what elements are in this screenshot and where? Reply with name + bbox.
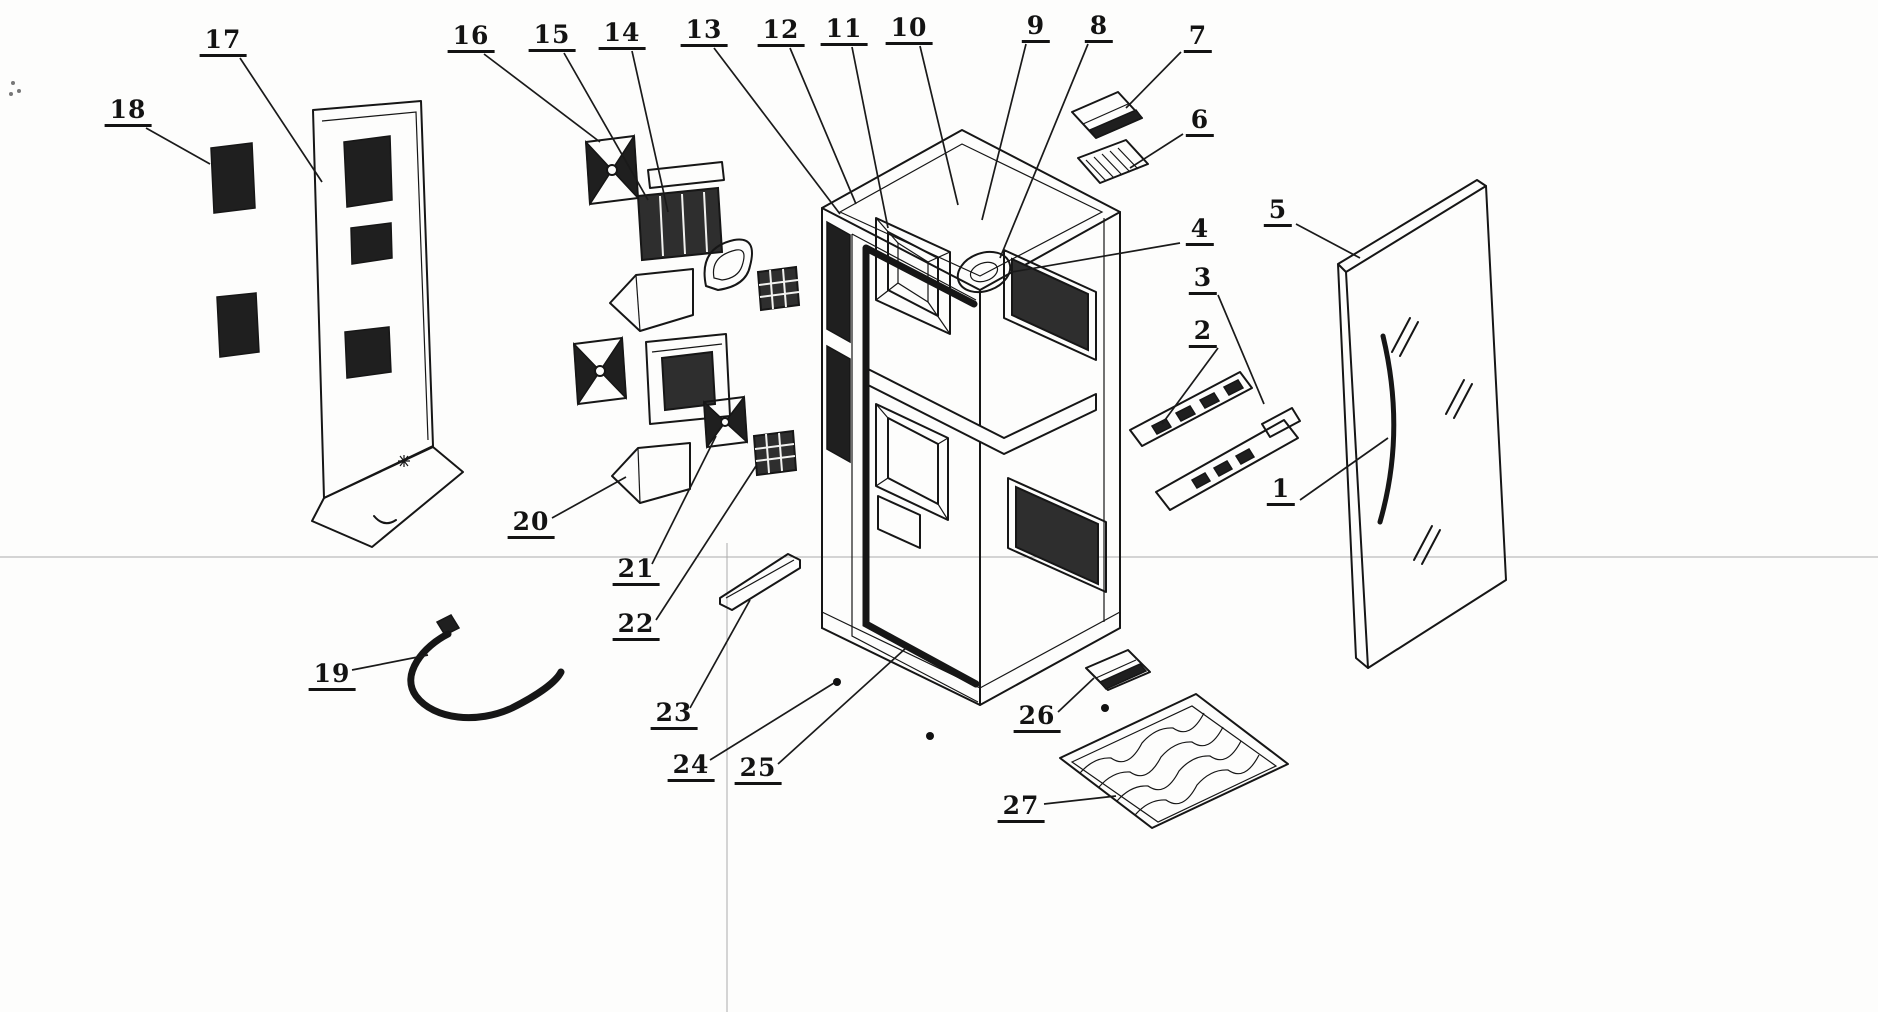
leader-lines: [145, 43, 1389, 805]
part-label-26: 26: [1013, 702, 1061, 734]
control-bar-upper: [1129, 371, 1253, 447]
drip-tray: [1059, 693, 1289, 829]
leader-3: [1217, 294, 1265, 405]
part-label-21: 21: [612, 555, 660, 587]
leader-4: [1011, 242, 1181, 273]
part-label-7: 7: [1183, 22, 1213, 54]
part-label-1: 1: [1266, 475, 1296, 507]
leader-7: [1125, 51, 1182, 109]
guide-lines: [0, 81, 1878, 1012]
screws: [833, 678, 1109, 740]
part-label-22: 22: [612, 610, 660, 642]
leader-16: [483, 53, 601, 143]
hinge-plate: [1077, 139, 1149, 184]
leader-13: [713, 47, 841, 215]
power-cord: [407, 614, 565, 722]
part-label-5: 5: [1263, 196, 1293, 228]
part-label-2: 2: [1188, 317, 1218, 349]
leader-12: [789, 47, 857, 205]
leader-27: [1043, 795, 1117, 805]
part-label-11: 11: [820, 15, 868, 47]
leader-26: [1057, 677, 1095, 713]
part-label-23: 23: [650, 699, 698, 731]
leader-20: [551, 476, 627, 519]
tray-small: [719, 553, 801, 611]
part-label-20: 20: [507, 508, 555, 540]
curved-bracket: [703, 238, 753, 291]
part-label-27: 27: [997, 792, 1045, 824]
leader-15: [563, 52, 649, 201]
evaporator-lower: [645, 333, 731, 425]
part-label-10: 10: [885, 14, 933, 46]
control-bar-lower: [1155, 407, 1301, 511]
leader-18: [145, 127, 211, 165]
part-label-25: 25: [734, 754, 782, 786]
part-label-18: 18: [104, 96, 152, 128]
leader-8: [999, 43, 1089, 259]
part-label-14: 14: [598, 19, 646, 51]
fan-small: [703, 394, 748, 450]
hinge-top: [1071, 91, 1144, 139]
fan-lower: [573, 335, 627, 407]
leader-17: [239, 57, 323, 183]
part-label-3: 3: [1188, 264, 1218, 296]
leader-6: [1129, 133, 1184, 169]
leader-24: [709, 682, 835, 761]
leader-9: [981, 43, 1027, 221]
part-label-24: 24: [667, 751, 715, 783]
part-label-17: 17: [199, 26, 247, 58]
vent-grid-upper: [756, 265, 801, 312]
back-panel: [311, 100, 464, 548]
part-label-15: 15: [528, 21, 576, 53]
part-label-8: 8: [1084, 12, 1114, 44]
leader-11: [851, 46, 889, 229]
vent-grid-lower: [752, 429, 798, 477]
part-label-12: 12: [757, 16, 805, 48]
duct-lower: [611, 442, 691, 504]
door: [1337, 179, 1507, 669]
duct-upper: [609, 268, 694, 332]
fan-upper: [585, 133, 639, 207]
part-label-16: 16: [447, 22, 495, 54]
leader-22: [655, 465, 757, 621]
part-label-4: 4: [1185, 215, 1215, 247]
evaporator-upper: [636, 161, 725, 262]
leader-1: [1299, 437, 1389, 501]
cabinet: [821, 129, 1121, 706]
leader-19: [351, 654, 429, 671]
leader-10: [919, 45, 959, 206]
vent-squares: [210, 142, 260, 358]
part-label-9: 9: [1021, 12, 1051, 44]
part-label-19: 19: [308, 660, 356, 692]
leader-14: [631, 50, 669, 213]
leader-21: [651, 435, 717, 565]
leader-5: [1295, 223, 1361, 259]
leader-23: [689, 599, 751, 709]
hinge-bottom: [1085, 649, 1151, 691]
leader-25: [777, 647, 907, 765]
leader-2: [1161, 347, 1219, 425]
part-label-13: 13: [680, 16, 728, 48]
part-label-6: 6: [1185, 106, 1215, 138]
